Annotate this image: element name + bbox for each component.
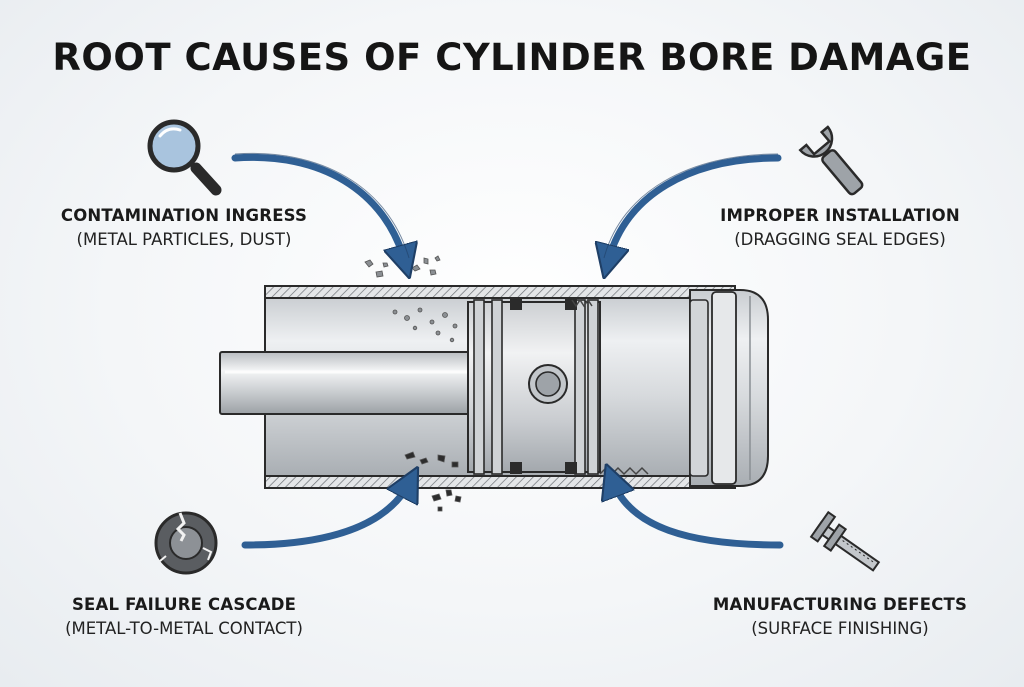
arrow-installation <box>608 154 782 262</box>
cause-detail: (METAL-TO-METAL CONTACT) <box>65 619 303 638</box>
cause-contamination: CONTAMINATION INGRESS (METAL PARTICLES, … <box>4 206 364 249</box>
cause-detail: (DRAGGING SEAL EDGES) <box>734 230 946 249</box>
cause-manufacturing: MANUFACTURING DEFECTS (SURFACE FINISHING… <box>660 595 1020 638</box>
cause-arrows-outline <box>234 152 779 259</box>
end-cap <box>689 289 769 487</box>
cause-seal-failure: SEAL FAILURE CASCADE (METAL-TO-METAL CON… <box>4 595 364 638</box>
page-title: ROOT CAUSES OF CYLINDER BORE DAMAGE <box>52 36 972 79</box>
wrench-icon <box>798 125 864 196</box>
cause-heading: IMPROPER INSTALLATION <box>720 206 960 225</box>
cracked-seal-icon <box>154 511 218 575</box>
cause-detail: (SURFACE FINISHING) <box>751 619 929 638</box>
caliper-icon <box>809 510 881 572</box>
magnifier-icon <box>147 119 222 196</box>
arrow-seal-failure <box>241 482 410 549</box>
cause-detail: (METAL PARTICLES, DUST) <box>76 230 292 249</box>
piston-rod <box>219 351 483 415</box>
arrow-contamination <box>231 153 405 262</box>
cause-heading: SEAL FAILURE CASCADE <box>71 595 297 614</box>
cause-heading: MANUFACTURING DEFECTS <box>712 595 968 614</box>
cause-arrows <box>231 153 784 549</box>
piston <box>467 298 649 476</box>
arrow-manufacturing <box>612 480 784 549</box>
cause-installation: IMPROPER INSTALLATION (DRAGGING SEAL EDG… <box>660 206 1020 249</box>
cause-heading: CONTAMINATION INGRESS <box>60 206 308 225</box>
